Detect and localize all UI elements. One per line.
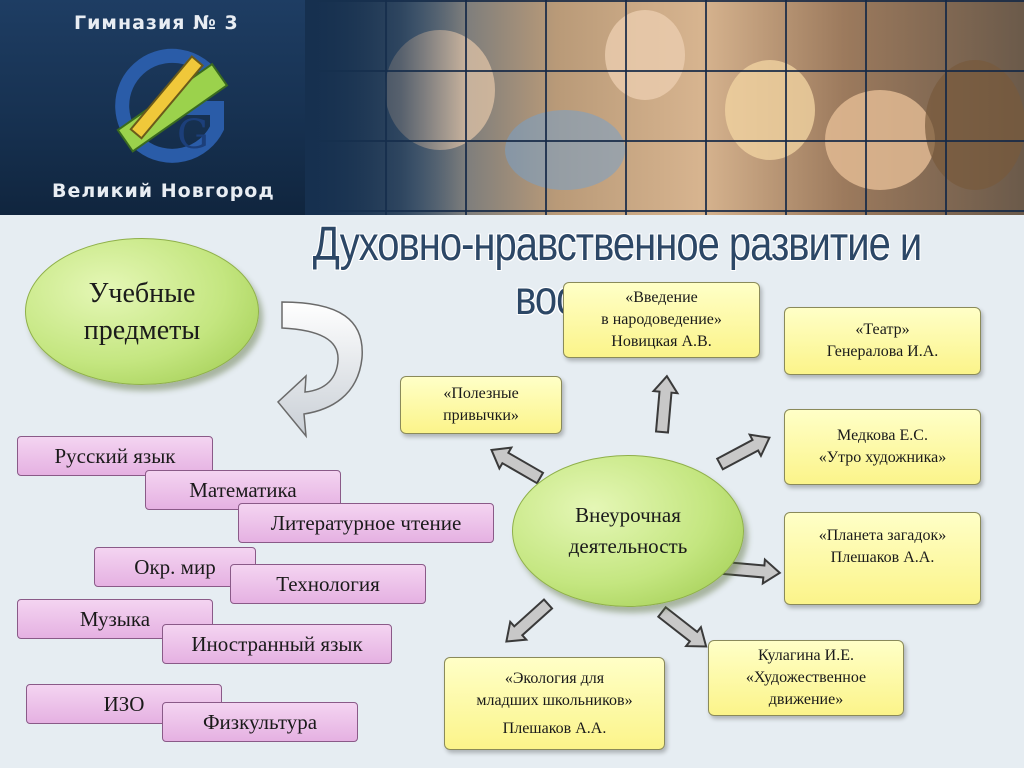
- arrow-to-habits-icon: [490, 446, 545, 485]
- activity-theater: «Театр» Генералова И.А.: [784, 307, 981, 375]
- activity-riddles: «Планета загадок» Плешаков А.А.: [784, 512, 981, 605]
- school-name: Гимназия № 3: [74, 12, 239, 34]
- curved-arrow-icon: [276, 301, 363, 439]
- extracurricular-oval-line2: деятельность: [568, 534, 688, 558]
- extracurricular-oval-line1: Внеурочная: [575, 503, 681, 527]
- subject-environment: Окр. мир: [94, 547, 256, 587]
- extracurricular-oval: Внеурочная деятельность: [512, 455, 744, 607]
- activity-ethnography: «Введение в народоведение» Новицкая А.В.: [563, 282, 760, 358]
- arrow-to-ethnography-icon: [651, 374, 680, 434]
- school-logo: G: [115, 48, 229, 163]
- activity-useful-habits: «Полезные привычки»: [400, 376, 562, 434]
- activity-ecology: «Экология для младших школьников» Плешак…: [444, 657, 665, 750]
- subject-music: Музыка: [17, 599, 213, 639]
- subjects-oval-line2: предметы: [83, 314, 201, 346]
- subject-literary-reading: Литературное чтение: [238, 503, 494, 543]
- arrow-to-artist-morning-icon: [715, 433, 771, 471]
- subject-pe: Физкультура: [162, 702, 358, 742]
- subject-technology: Технология: [230, 564, 426, 604]
- city-name: Великий Новгород: [52, 180, 275, 202]
- subject-russian: Русский язык: [17, 436, 213, 476]
- header-photo-collage: [305, 0, 1024, 215]
- arrow-to-art-movement-icon: [656, 605, 708, 648]
- subjects-oval-line1: Учебные: [88, 277, 196, 309]
- svg-text:G: G: [177, 112, 209, 158]
- subjects-oval: Учебные предметы: [25, 238, 259, 385]
- subject-foreign-language: Иностранный язык: [162, 624, 392, 664]
- activity-artist-morning: Медкова Е.С. «Утро художника»: [784, 409, 981, 485]
- arrow-to-riddles-icon: [722, 557, 782, 586]
- activity-art-movement: Кулагина И.Е. «Художественное движение»: [708, 640, 904, 716]
- header-banner: Гимназия № 3 G Великий Новгород: [0, 0, 1024, 215]
- arrow-to-ecology-icon: [505, 598, 554, 643]
